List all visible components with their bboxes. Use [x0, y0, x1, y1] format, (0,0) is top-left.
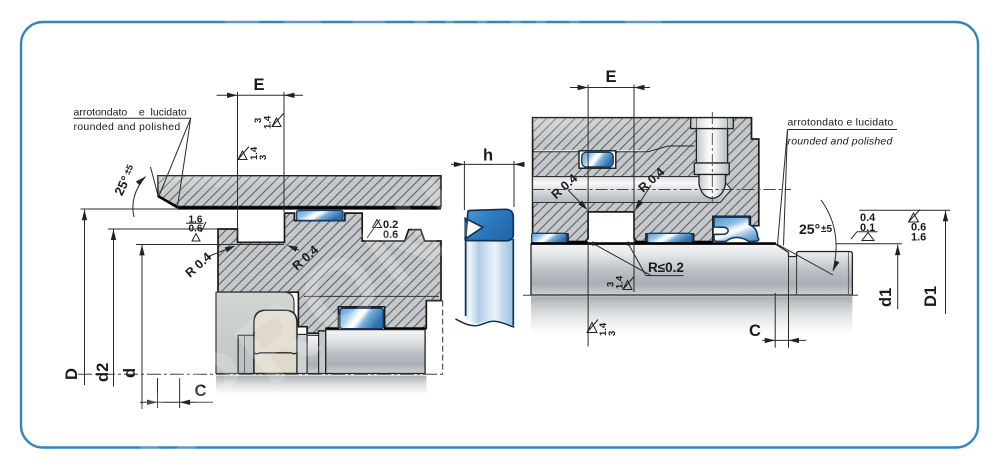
svg-text:C: C: [749, 322, 761, 340]
svg-text:h: h: [483, 147, 493, 165]
svg-text:1.6: 1.6: [189, 214, 203, 225]
svg-text:0.6: 0.6: [911, 222, 926, 234]
svg-text:3: 3: [607, 331, 618, 336]
svg-text:D1: D1: [922, 286, 940, 307]
svg-text:0.1: 0.1: [860, 222, 875, 234]
svg-text:25°: 25°: [799, 221, 820, 237]
svg-text:0.4: 0.4: [860, 212, 876, 224]
svg-text:E: E: [253, 76, 264, 94]
svg-text:D: D: [63, 368, 81, 380]
svg-text:1.4: 1.4: [263, 115, 274, 129]
svg-text:3: 3: [606, 282, 617, 287]
svg-text:3: 3: [258, 155, 269, 160]
svg-text:d: d: [121, 368, 139, 378]
svg-text:0.2: 0.2: [383, 219, 398, 231]
svg-text:±5: ±5: [821, 224, 832, 235]
svg-text:d2: d2: [94, 363, 112, 382]
svg-text:arrotondato e lucidato: arrotondato e lucidato: [788, 117, 894, 129]
svg-text:3: 3: [253, 118, 264, 123]
svg-text:0.6: 0.6: [383, 229, 398, 241]
svg-text:PRONIXLE: PRONIXLE: [220, 3, 680, 79]
svg-text:rounded and polished: rounded and polished: [74, 121, 181, 133]
svg-text:R≤0.2: R≤0.2: [648, 260, 684, 275]
svg-text:rounded and polished: rounded and polished: [788, 136, 894, 148]
svg-text:C: C: [195, 382, 207, 400]
svg-text:d1: d1: [877, 288, 895, 307]
svg-text:arrotondato e lucidato: arrotondato e lucidato: [74, 107, 187, 119]
svg-text:0.6: 0.6: [189, 223, 203, 234]
svg-text:1.4: 1.4: [249, 146, 260, 160]
svg-text:1.4: 1.4: [615, 275, 626, 289]
svg-text:1.4: 1.4: [598, 322, 609, 336]
svg-text:E: E: [605, 68, 616, 86]
svg-text:1.6: 1.6: [911, 232, 926, 244]
